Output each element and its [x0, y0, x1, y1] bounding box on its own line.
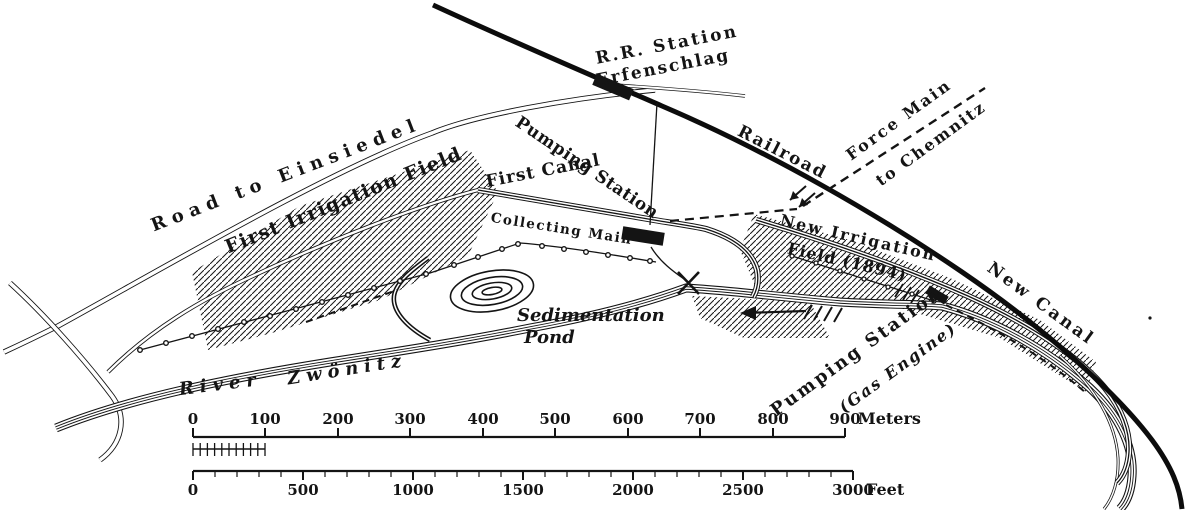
force-main-horizontal-dashed — [669, 207, 798, 223]
station-buildings — [592, 73, 1152, 320]
meters-scale: 0 100 200 300 400 500 600 700 800 900 Me… — [188, 409, 921, 456]
weir-symbol — [677, 271, 700, 295]
map-labels: R.R. Station Erfenschlag Road to Einsied… — [148, 21, 1099, 421]
feet-scale: 0 500 1000 1500 2000 2500 3000 Feet — [188, 469, 905, 499]
rr-station-building — [592, 73, 634, 101]
label-railroad: Railroad — [734, 121, 830, 183]
feet-tick-label: 1000 — [392, 481, 434, 499]
feet-tick-label: 3000 — [832, 481, 874, 499]
collecting-main-dots — [136, 240, 654, 354]
gas-pumping-station-building — [925, 285, 949, 305]
first-field-drain-dashed — [305, 289, 398, 323]
sedimentation-pond-symbol — [449, 269, 535, 313]
force-main-arrow-1-head — [790, 191, 799, 200]
first-irrigation-field-area — [192, 150, 498, 350]
meters-tick-label: 300 — [394, 410, 425, 428]
feet-tick-label: 2500 — [722, 481, 764, 499]
label-force-main: Force Main — [842, 75, 955, 164]
feet-tick-label: 500 — [287, 481, 318, 499]
new-field-main-dashed — [945, 304, 1087, 394]
pumping-station-building — [621, 226, 665, 246]
feet-unit-label: Feet — [866, 480, 905, 499]
crossing-road-line — [10, 283, 121, 460]
station-pump-pipe-line — [649, 102, 658, 226]
flow-arrows — [740, 185, 920, 323]
label-first-canal: First Canal — [484, 150, 602, 192]
force-main-arrow-2-head — [799, 198, 808, 207]
new-irrigation-field-area-south — [692, 296, 830, 338]
meters-unit-label: Meters — [858, 409, 921, 428]
meters-tick-label: 600 — [612, 410, 643, 428]
meters-tick-label: 0 — [188, 410, 198, 428]
label-to-chemnitz: to Chemnitz — [872, 97, 989, 190]
collecting-mains — [136, 240, 937, 354]
meters-tick-label: 700 — [684, 410, 715, 428]
meters-tick-label: 100 — [249, 410, 280, 428]
force-mains — [305, 86, 1087, 394]
feet-tick-label: 2000 — [612, 481, 654, 499]
gas-station-tick-marks — [894, 283, 920, 304]
feet-tick-label: 1500 — [502, 481, 544, 499]
meters-tick-label: 500 — [539, 410, 570, 428]
flow-tick-marks — [803, 304, 843, 323]
river-flow-arrow-head — [740, 306, 756, 320]
feet-tick-label: 0 — [188, 481, 198, 499]
label-sedimentation: Sedimentation — [517, 305, 665, 326]
force-main-chemnitz-dashed — [802, 86, 986, 208]
label-pond: Pond — [523, 327, 575, 348]
scale-bars: 0 100 200 300 400 500 600 700 800 900 Me… — [188, 409, 921, 499]
meters-tick-label: 400 — [467, 410, 498, 428]
new-field-collecting-dots — [789, 253, 937, 304]
map-speck — [1148, 316, 1152, 320]
meters-tick-label: 200 — [322, 410, 353, 428]
meters-tick-label: 800 — [757, 410, 788, 428]
label-river: River — [177, 369, 263, 400]
meters-tick-label: 900 — [829, 410, 860, 428]
